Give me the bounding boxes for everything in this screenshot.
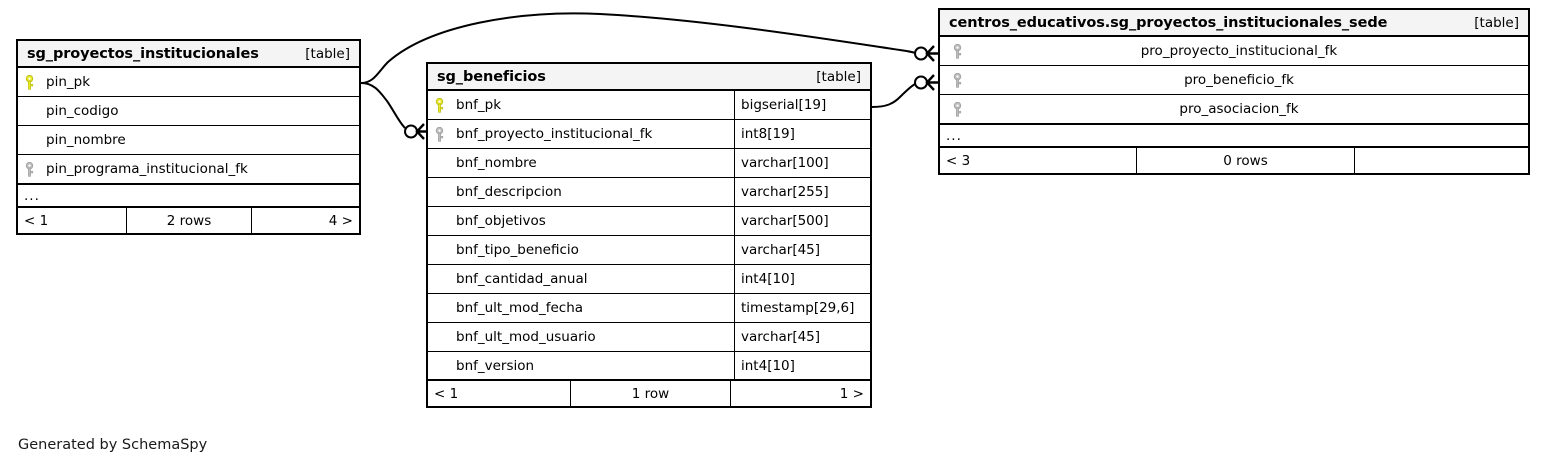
column-type: int8[19]	[734, 120, 870, 148]
column-name: pin_nombre	[46, 132, 126, 148]
row-count: 1 row	[570, 381, 730, 406]
next-page-button[interactable]: 4 >	[251, 208, 359, 233]
table-type-tag: [table]	[305, 45, 350, 62]
column-type: timestamp[29,6]	[734, 294, 870, 322]
table-row[interactable]: pro_beneficio_fk	[940, 66, 1528, 95]
relationship-bnf-pk-to-pro-beneficio-fk	[871, 74, 938, 108]
prev-page-button[interactable]: < 1	[434, 385, 459, 402]
table-centros-educativos-sg-proyectos-institucionales-sede[interactable]: centros_educativos.sg_proyectos_instituc…	[938, 8, 1530, 175]
column-name: bnf_proyecto_institucional_fk	[456, 126, 653, 142]
column-name: pro_beneficio_fk	[1184, 72, 1294, 88]
column-type: bigserial[19]	[734, 91, 870, 119]
column-name: pro_proyecto_institucional_fk	[1140, 43, 1338, 59]
prev-page-button[interactable]: < 1	[24, 212, 49, 229]
column-type: varchar[255]	[734, 178, 870, 206]
column-name: bnf_tipo_beneficio	[456, 242, 579, 258]
table-header: sg_proyectos_institucionales [table]	[18, 41, 359, 68]
table-row[interactable]: bnf_ult_mod_fecha timestamp[29,6]	[428, 294, 870, 323]
table-row[interactable]: pin_nombre	[18, 126, 359, 155]
column-type: int4[10]	[734, 352, 870, 379]
key-slot-empty	[18, 97, 40, 125]
key-icon-foreign	[428, 120, 450, 148]
column-name: bnf_pk	[456, 97, 502, 113]
table-type-tag: [table]	[1474, 14, 1519, 31]
key-slot-empty	[428, 265, 450, 293]
column-type: varchar[500]	[734, 207, 870, 235]
more-columns-indicator: ...	[940, 124, 1528, 148]
next-page-button[interactable]: 1 >	[730, 381, 870, 406]
column-name: bnf_version	[456, 357, 535, 374]
prev-page-button[interactable]: < 3	[946, 152, 971, 169]
table-title: sg_proyectos_institucionales	[27, 45, 259, 62]
relationship-pin-pk-to-bnf-proyecto-institucional-fk	[360, 82, 428, 140]
generator-note: Generated by SchemaSpy	[18, 437, 208, 453]
table-type-tag: [table]	[816, 68, 861, 85]
table-row[interactable]: pro_asociacion_fk	[940, 95, 1528, 124]
table-row[interactable]: bnf_proyecto_institucional_fk int8[19]	[428, 120, 870, 149]
table-row[interactable]: bnf_version int4[10]	[428, 352, 870, 381]
table-footer: < 1 2 rows 4 >	[18, 208, 359, 233]
key-slot-empty	[428, 323, 450, 351]
column-type: varchar[45]	[734, 236, 870, 264]
table-header: centros_educativos.sg_proyectos_instituc…	[940, 10, 1528, 37]
table-sg-proyectos-institucionales[interactable]: sg_proyectos_institucionales [table] pin…	[16, 39, 361, 235]
column-name: bnf_objetivos	[456, 213, 546, 229]
column-name: pin_codigo	[46, 103, 119, 119]
column-name: pin_pk	[46, 74, 91, 90]
key-slot-empty	[428, 178, 450, 206]
table-row[interactable]: bnf_cantidad_anual int4[10]	[428, 265, 870, 294]
table-row[interactable]: bnf_descripcion varchar[255]	[428, 178, 870, 207]
row-count: 2 rows	[126, 208, 251, 233]
column-name: bnf_cantidad_anual	[456, 271, 588, 287]
key-slot-empty	[428, 149, 450, 177]
key-icon-foreign	[18, 155, 40, 183]
more-columns-indicator: ...	[18, 184, 359, 208]
table-row[interactable]: pin_programa_institucional_fk	[18, 155, 359, 184]
key-slot-empty	[428, 352, 450, 379]
column-type: varchar[45]	[734, 323, 870, 351]
table-title: sg_beneficios	[437, 68, 546, 85]
key-slot-empty	[428, 236, 450, 264]
table-sg-beneficios[interactable]: sg_beneficios [table] bnf_pk bigserial[1…	[426, 62, 872, 408]
key-slot-empty	[428, 294, 450, 322]
next-page-button[interactable]	[1354, 148, 1528, 173]
key-icon-foreign	[940, 95, 974, 123]
table-footer: < 3 0 rows	[940, 148, 1528, 173]
column-name: pin_programa_institucional_fk	[46, 161, 248, 177]
table-row[interactable]: pin_codigo	[18, 97, 359, 126]
table-row[interactable]: bnf_pk bigserial[19]	[428, 91, 870, 120]
table-row[interactable]: bnf_nombre varchar[100]	[428, 149, 870, 178]
column-name: bnf_ult_mod_usuario	[456, 329, 596, 345]
table-header: sg_beneficios [table]	[428, 64, 870, 91]
column-name: bnf_nombre	[456, 155, 537, 171]
column-type: varchar[100]	[734, 149, 870, 177]
key-icon-primary	[428, 91, 450, 119]
key-slot-empty	[428, 207, 450, 235]
key-icon-foreign	[940, 66, 974, 94]
table-row[interactable]: bnf_tipo_beneficio varchar[45]	[428, 236, 870, 265]
column-name: bnf_descripcion	[456, 184, 562, 200]
table-row[interactable]: bnf_objetivos varchar[500]	[428, 207, 870, 236]
table-row[interactable]: pin_pk	[18, 68, 359, 97]
key-icon-foreign	[940, 37, 974, 65]
key-icon-primary	[18, 68, 40, 96]
table-row[interactable]: bnf_ult_mod_usuario varchar[45]	[428, 323, 870, 352]
column-name: pro_asociacion_fk	[1179, 101, 1299, 117]
row-count: 0 rows	[1136, 148, 1354, 173]
table-footer: < 1 1 row 1 >	[428, 381, 870, 406]
key-slot-empty	[18, 126, 40, 154]
table-row[interactable]: pro_proyecto_institucional_fk	[940, 37, 1528, 66]
table-title: centros_educativos.sg_proyectos_instituc…	[949, 14, 1388, 31]
column-name: bnf_ult_mod_fecha	[456, 300, 584, 316]
column-type: int4[10]	[734, 265, 870, 293]
